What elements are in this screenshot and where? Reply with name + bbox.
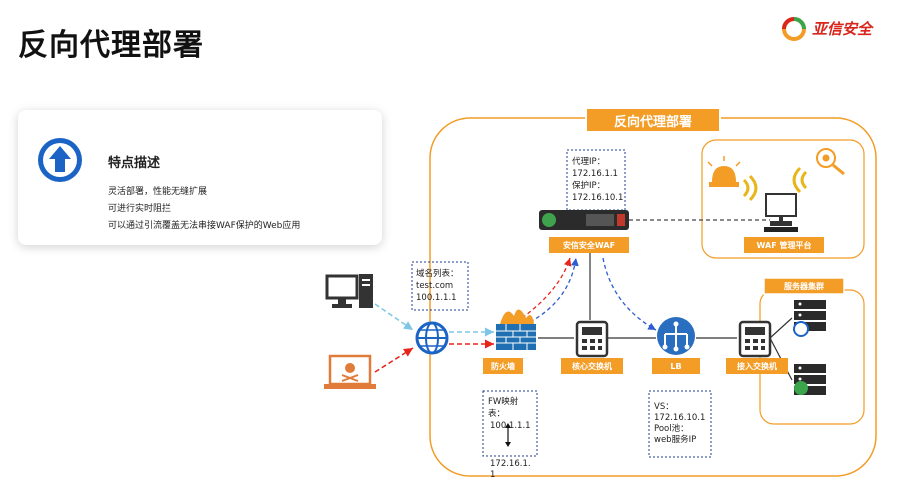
attacker-laptop-icon xyxy=(324,354,376,389)
waf-appliance-icon xyxy=(539,210,629,230)
domain-list-line: test.com xyxy=(416,281,453,291)
mgmt-frame xyxy=(701,139,865,259)
brand-name: 亚信安全 xyxy=(812,20,873,38)
signal-wave-icon xyxy=(742,178,750,198)
upload-arrow-icon xyxy=(38,138,82,182)
access-switch-icon xyxy=(738,320,772,358)
feature-item: 可以通过引流覆盖无法串接WAF保护的Web应用 xyxy=(108,221,301,231)
core-switch-label: 核心交换机 xyxy=(572,361,612,371)
access-switch-label: 接入交换机 xyxy=(737,361,777,371)
firewall-icon xyxy=(496,309,536,350)
proxy-info-box xyxy=(566,149,626,211)
diagram-banner-box xyxy=(585,107,721,133)
firewall-label: 防火墙 xyxy=(491,361,515,371)
proxy-info-line: 172.16.1.1 xyxy=(572,169,618,179)
server-frame xyxy=(759,289,865,425)
feature-item: 灵活部署，性能无缝扩展 xyxy=(108,187,208,197)
core-switch-label-box xyxy=(561,358,623,374)
signal-wave-icon xyxy=(800,170,808,190)
fw-map-arrow-up xyxy=(505,423,511,428)
lb-label-box xyxy=(652,358,700,374)
domain-list-box xyxy=(411,261,469,311)
fw-map-line: 1 xyxy=(490,470,495,480)
core-switch-icon xyxy=(575,320,609,358)
waf-label: 安信安全WAF xyxy=(563,240,615,250)
lb-label: LB xyxy=(670,362,681,371)
mgmt-label: WAF 管理平台 xyxy=(757,240,812,250)
vs-info-line: Pool池： xyxy=(654,423,689,434)
diagram-banner: 反向代理部署 xyxy=(614,114,692,130)
normal-flow-arrow xyxy=(374,303,414,331)
proxy-info-line: 保护IP： xyxy=(572,180,605,191)
fw-map-line: 172.16.1. xyxy=(490,459,531,469)
fw-map-line: FW映射 xyxy=(488,396,519,407)
page-title: 反向代理部署 xyxy=(18,28,204,63)
fw-map-arrow-down xyxy=(505,442,511,447)
server-icon xyxy=(793,300,826,337)
client-computer-icon xyxy=(325,274,373,308)
server-group-label: 服务器集群 xyxy=(784,281,824,291)
feature-item: 可进行实时阻拦 xyxy=(108,204,172,214)
attack-flow-arrow xyxy=(374,347,414,373)
access-server-link xyxy=(769,317,793,339)
feature-heading: 特点描述 xyxy=(108,156,161,171)
brand-logo xyxy=(782,17,806,41)
vs-info-line: web服务IP xyxy=(654,434,696,445)
firewall-label-box xyxy=(483,358,523,374)
load-balancer-icon xyxy=(657,317,695,355)
proxy-info-line: 代理IP： xyxy=(572,156,605,167)
mgmt-label-box xyxy=(744,237,824,253)
signal-wave-icon xyxy=(792,166,802,194)
magnifier-bug-icon xyxy=(816,148,845,176)
signal-wave-icon xyxy=(748,174,758,202)
fw-map-line: 表： xyxy=(488,408,505,419)
waf-flow-arrow xyxy=(529,257,579,323)
mgmt-computer-icon xyxy=(764,193,798,232)
fw-map-line: 100.1.1.1 xyxy=(490,421,531,431)
domain-list-line: 100.1.1.1 xyxy=(416,293,457,303)
server-icon xyxy=(794,364,826,395)
proxy-info-line: 172.16.10.1 xyxy=(572,193,623,203)
access-switch-label-box xyxy=(726,358,788,374)
vs-info-line: VS： xyxy=(654,402,674,412)
waf-lb-flow-arrow xyxy=(602,257,657,331)
alarm-icon xyxy=(707,156,741,187)
vs-info-line: 172.16.10.1 xyxy=(654,413,705,423)
attack-to-waf-arrow xyxy=(521,257,572,319)
feature-card: 特点描述 灵活部署，性能无缝扩展 可进行实时阻拦 可以通过引流覆盖无法串接WAF… xyxy=(18,110,382,245)
server-group-label-box xyxy=(763,277,845,295)
domain-list-line: 域名列表： xyxy=(416,268,459,279)
waf-label-box xyxy=(549,237,629,253)
internet-globe-icon xyxy=(415,321,449,355)
fw-map-box xyxy=(482,390,538,457)
